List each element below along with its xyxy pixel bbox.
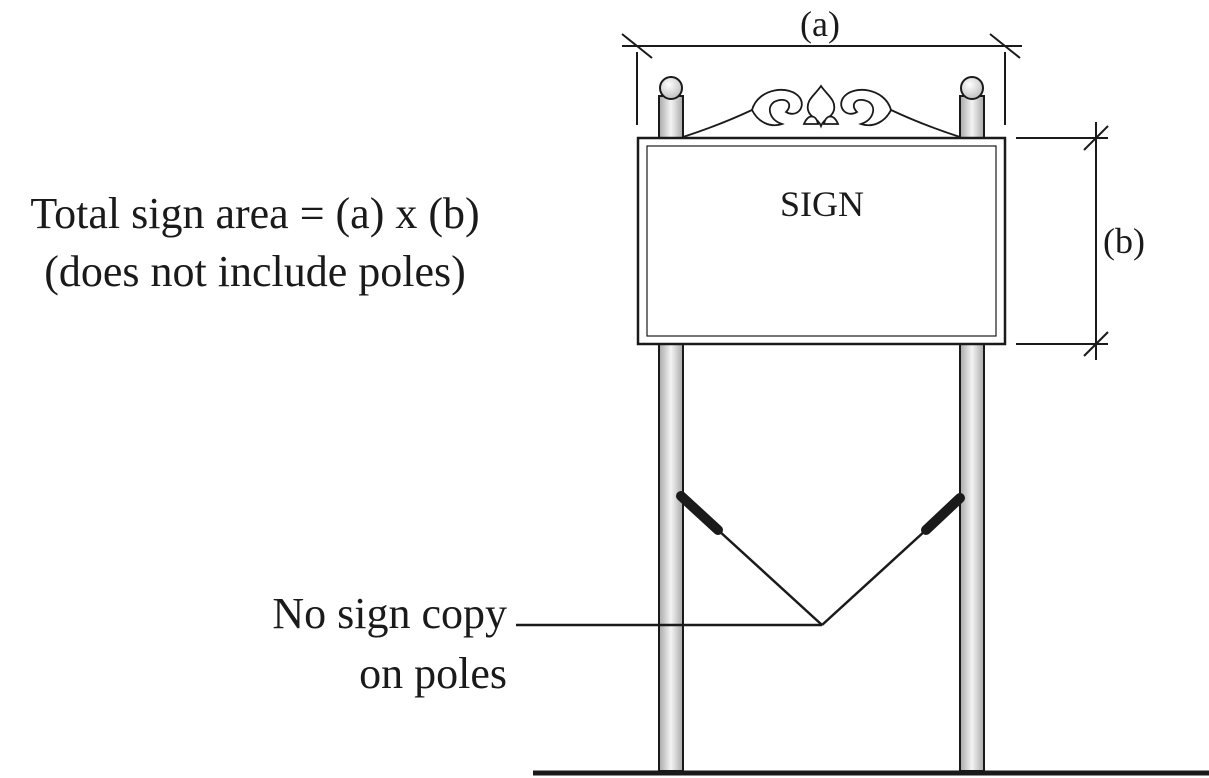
- dimension-a: [621, 33, 1022, 125]
- leader-left-line: [717, 529, 823, 626]
- leader-right-arrowhead: [921, 493, 965, 535]
- dimension-b-label: (b): [1103, 221, 1145, 261]
- right-pole-finial: [960, 76, 984, 100]
- sign-text: SIGN: [780, 184, 864, 224]
- pole-leader: [516, 491, 965, 627]
- left-pole-finial: [659, 76, 683, 100]
- sign-panel: [636, 136, 1007, 346]
- dimension-b-tick-bottom: [1083, 331, 1109, 357]
- dimension-a-label: (a): [800, 4, 840, 44]
- dimension-a-tick-right: [989, 33, 1021, 59]
- leader-left-arrowhead: [676, 491, 723, 535]
- area-note-line1: Total sign area = (a) x (b): [30, 189, 479, 238]
- leader-right-line: [821, 529, 927, 626]
- dimension-b-tick-top: [1083, 125, 1109, 151]
- pole-note-line1: No sign copy: [272, 589, 507, 638]
- area-note-line2: (does not include poles): [44, 247, 466, 296]
- pole-note-line2: on poles: [359, 649, 507, 698]
- dimension-a-tick-left: [621, 33, 653, 59]
- decorative-crest: [682, 84, 961, 138]
- dimension-b: [1016, 122, 1109, 360]
